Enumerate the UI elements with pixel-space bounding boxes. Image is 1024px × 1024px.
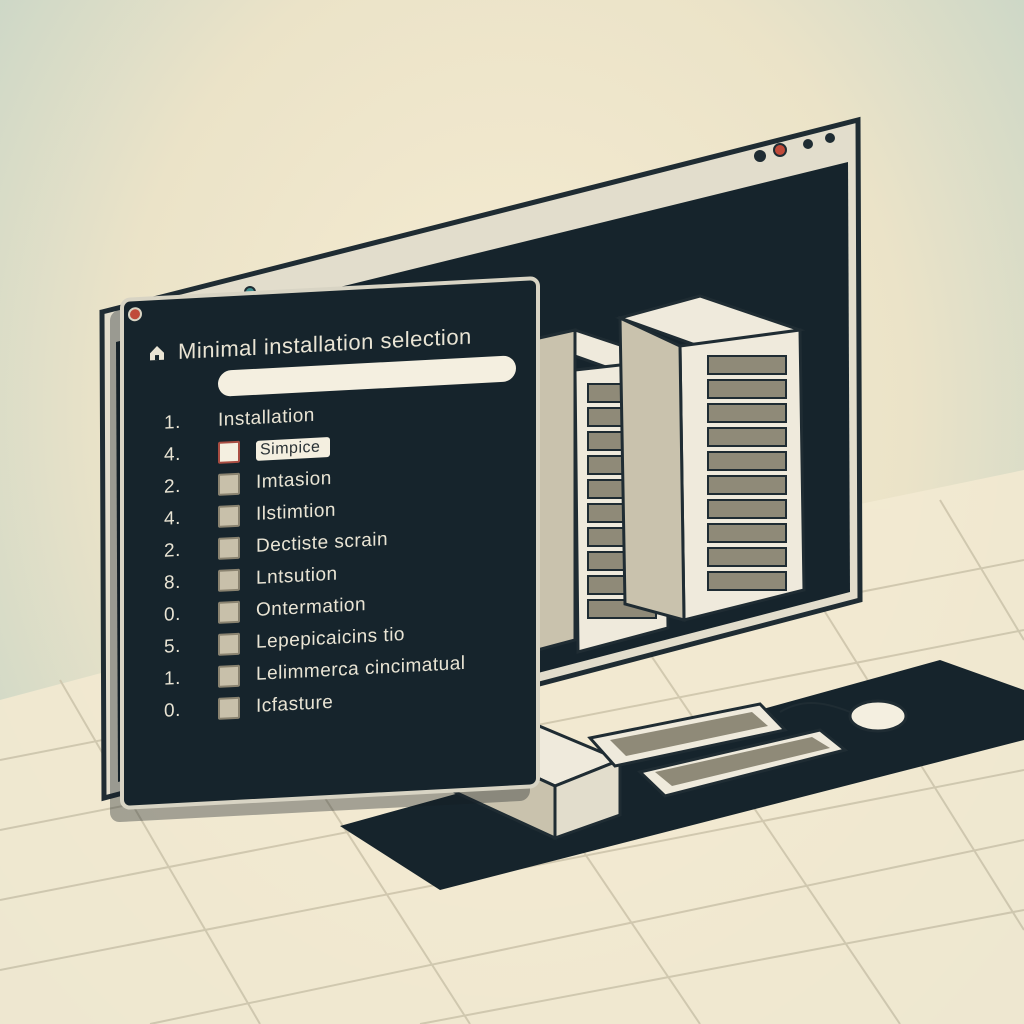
checkbox[interactable] — [218, 664, 240, 688]
item-label: Dectiste scrain — [256, 528, 389, 557]
item-number: 2. — [164, 539, 181, 562]
dot-amber — [773, 143, 787, 157]
item-number: 0. — [164, 699, 181, 722]
checkbox[interactable] — [218, 536, 240, 560]
item-label: Icfasture — [256, 691, 334, 717]
item-label: Lntsution — [256, 563, 338, 589]
item-number: 0. — [164, 603, 181, 626]
item-number: 5. — [164, 635, 181, 658]
installation-option-list: 1. Installation 4. Simpice 2. Imtasion 4… — [164, 389, 524, 728]
item-label: Ontermation — [256, 594, 367, 621]
dot — [803, 139, 813, 149]
item-label: Ilstimtion — [256, 499, 336, 525]
mouse-cable — [779, 702, 851, 713]
item-number: 4. — [164, 507, 181, 530]
close-dot[interactable] — [128, 306, 142, 322]
checkbox[interactable] — [218, 696, 240, 720]
item-label: Simpice — [256, 436, 331, 461]
checkbox[interactable] — [218, 568, 240, 592]
item-number: 1. — [164, 411, 181, 434]
item-number: 4. — [164, 443, 181, 466]
checkbox[interactable] — [218, 632, 240, 656]
keyboard-icon — [587, 702, 849, 798]
installation-menu-panel: Minimal installation selection 1. Instal… — [120, 275, 540, 810]
checkbox[interactable] — [218, 472, 240, 496]
checkbox[interactable] — [218, 504, 240, 528]
panel-window-controls — [128, 306, 142, 322]
item-number: 2. — [164, 475, 181, 498]
item-label: Imtasion — [256, 467, 332, 493]
item-number: 1. — [164, 667, 181, 690]
checkbox[interactable] — [218, 440, 240, 464]
menu-header: Minimal installation selection — [148, 324, 472, 367]
item-number: 8. — [164, 571, 181, 594]
checkbox[interactable] — [218, 600, 240, 624]
item-label: Lepepicaicins tio — [256, 624, 405, 653]
dot — [754, 150, 766, 162]
mouse-icon — [848, 699, 908, 733]
dot — [825, 133, 835, 143]
page-title: Minimal installation selection — [178, 323, 472, 364]
section-label: Installation — [218, 404, 315, 431]
server-rack-icon — [615, 294, 806, 622]
home-icon — [148, 344, 166, 363]
